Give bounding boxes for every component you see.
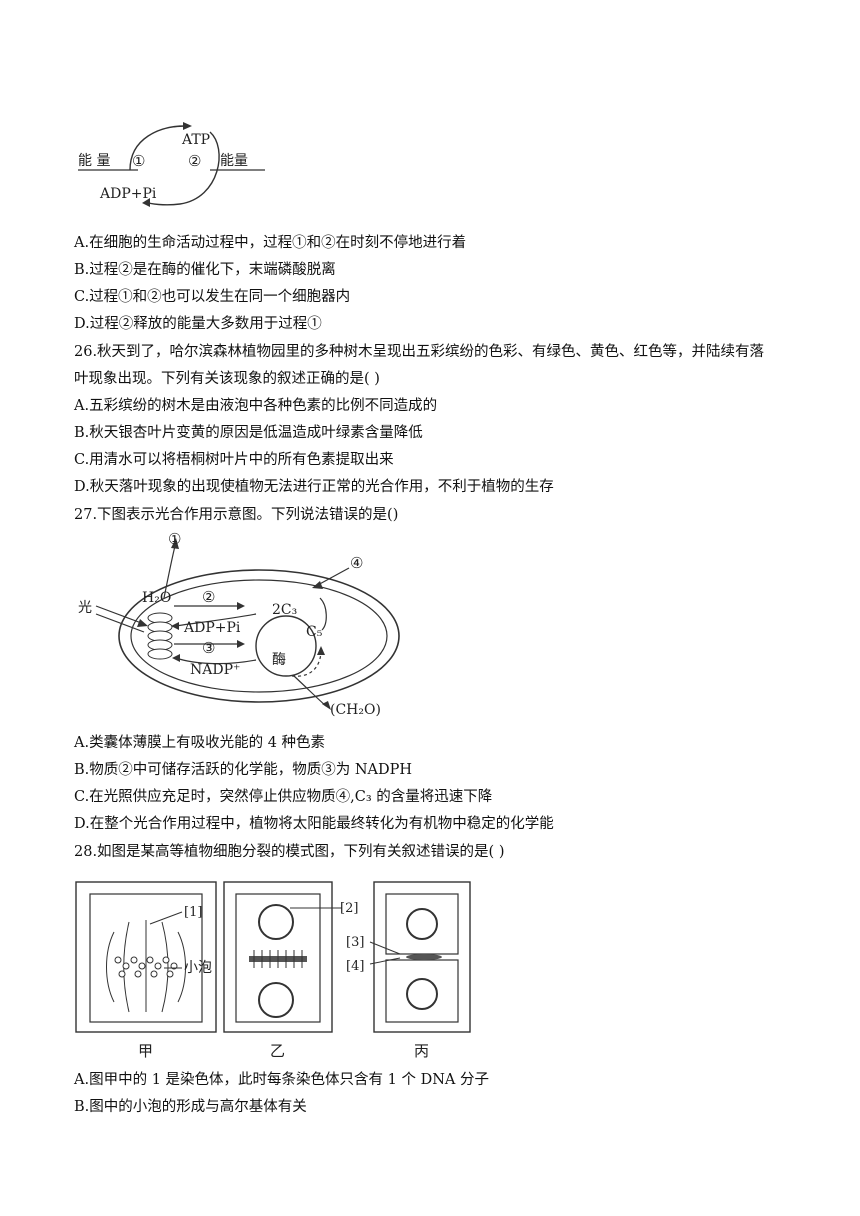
atp-label: ATP <box>181 132 210 148</box>
product-2-label: ② <box>202 588 215 606</box>
q25-option-d: D.过程②释放的能量大多数用于过程① <box>74 316 322 332</box>
c5-label: C₅ <box>306 624 323 640</box>
adp-pi-label: ADP+Pi <box>99 186 157 202</box>
cell-bing-label: 丙 <box>414 1042 429 1060</box>
energy-out-label: 能量 <box>220 153 248 169</box>
q25-option-b: B.过程②是在酶的催化下，末端磷酸脱离 <box>74 262 336 278</box>
label-2: [2] <box>340 901 358 916</box>
process-2-label: ② <box>188 152 201 170</box>
nadp-label: NADP⁺ <box>190 662 240 678</box>
q26-stem-line2: 叶现象出现。下列有关该现象的叙述正确的是( ) <box>74 371 380 387</box>
q27-option-a: A.类囊体薄膜上有吸收光能的 4 种色素 <box>74 735 326 751</box>
label-4: [4] <box>346 959 364 974</box>
atp-cycle-diagram: ATP ADP+Pi 能 量 能量 ① ② <box>78 122 265 207</box>
q25-option-c: C.过程①和②也可以发生在同一个细胞器内 <box>74 289 351 305</box>
q28-stem: 28.如图是某高等植物细胞分裂的模式图，下列有关叙述错误的是( ) <box>74 844 505 860</box>
q25-option-a: A.在细胞的生命活动过程中，过程①和②在时刻不停地进行着 <box>74 235 467 251</box>
adp-pi-label: ADP+Pi <box>183 620 241 636</box>
product-3-label: ③ <box>202 639 215 657</box>
q28-option-b: B.图中的小泡的形成与高尔基体有关 <box>74 1099 307 1115</box>
cell-division-diagram: [1] 小泡 [2] [3] [4] 甲 乙 丙 <box>75 881 471 1060</box>
light-label: 光 <box>78 600 92 616</box>
q27-option-c: C.在光照供应充足时，突然停止供应物质④,C₃ 的含量将迅速下降 <box>74 789 493 805</box>
energy-in-label: 能 量 <box>78 153 110 169</box>
cell-yi <box>223 881 342 1033</box>
cell-jia-label: 甲 <box>138 1042 153 1060</box>
substance-4-label: ④ <box>350 554 363 572</box>
label-1: [1] <box>184 905 202 920</box>
photosynthesis-diagram: 光 H₂O ① ② ADP+Pi ③ NADP⁺ 2C₃ C₅ 酶 ④ (CH₂… <box>78 530 400 718</box>
cell-jia <box>75 881 217 1033</box>
enzyme-label: 酶 <box>272 652 286 668</box>
label-3: [3] <box>346 935 364 950</box>
q26-option-c: C.用清水可以将梧桐树叶片中的所有色素提取出来 <box>74 452 394 468</box>
q26-stem-line1: 26.秋天到了，哈尔滨森林植物园里的多种树木呈现出五彩缤纷的色彩、有绿色、黄色、… <box>74 344 765 360</box>
process-1-label: ① <box>132 152 145 170</box>
q26-option-a: A.五彩缤纷的树木是由液泡中各种色素的比例不同造成的 <box>74 398 438 414</box>
product-1-label: ① <box>168 530 181 548</box>
water-label: H₂O <box>142 590 171 606</box>
cell-bing <box>369 881 471 1033</box>
c3-label: 2C₃ <box>272 602 297 618</box>
vesicle-label: 小泡 <box>184 960 212 976</box>
thylakoid-stack <box>147 612 173 660</box>
q27-option-b: B.物质②中可储存活跃的化学能，物质③为 NADPH <box>74 762 413 778</box>
q26-option-d: D.秋天落叶现象的出现使植物无法进行正常的光合作用，不利于植物的生存 <box>74 479 554 495</box>
q27-stem: 27.下图表示光合作用示意图。下列说法错误的是() <box>74 507 399 523</box>
cell-yi-label: 乙 <box>270 1042 285 1060</box>
ch2o-label: (CH₂O) <box>330 702 381 718</box>
q28-option-a: A.图甲中的 1 是染色体，此时每条染色体只含有 1 个 DNA 分子 <box>74 1072 489 1088</box>
q27-option-d: D.在整个光合作用过程中，植物将太阳能最终转化为有机物中稳定的化学能 <box>74 816 554 832</box>
q26-option-b: B.秋天银杏叶片变黄的原因是低温造成叶绿素含量降低 <box>74 425 423 441</box>
